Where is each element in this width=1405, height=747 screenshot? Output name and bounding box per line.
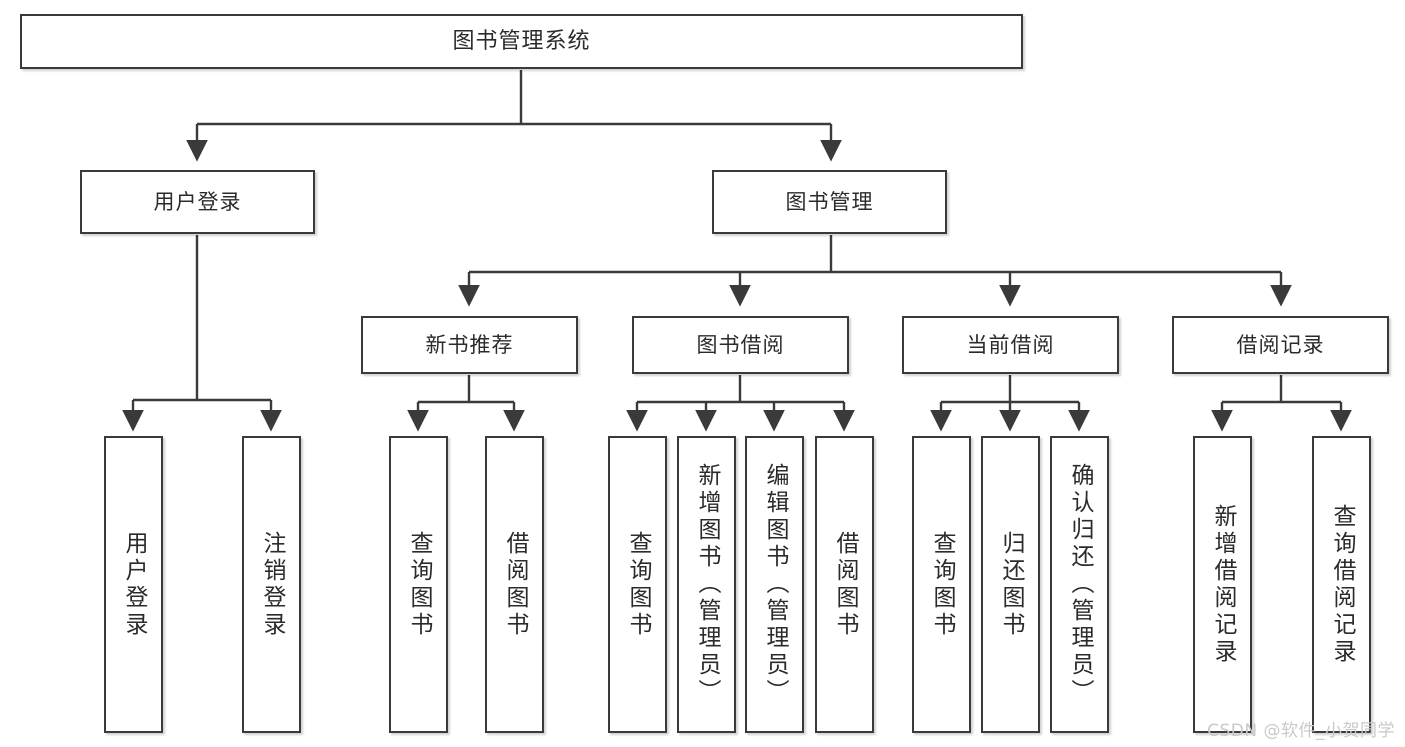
node-user-login-label: 用户登录 [153,189,242,214]
leaf-query-book-2-label: 查询图书 [625,530,651,639]
leaf-query-book-3-label: 查询图书 [929,530,955,639]
node-book-borrow-label: 图书借阅 [696,332,785,357]
leaf-query-record-label: 查询借阅记录 [1329,503,1355,666]
leaf-borrow-book-1[interactable]: 借阅图书 [485,436,544,733]
node-new-book-recommend-label: 新书推荐 [425,332,514,357]
node-root[interactable]: 图书管理系统 [20,14,1023,69]
leaf-query-record[interactable]: 查询借阅记录 [1312,436,1371,733]
node-borrow-record[interactable]: 借阅记录 [1172,316,1389,374]
node-book-manage[interactable]: 图书管理 [712,170,947,234]
leaf-user-login-label: 用户登录 [121,530,147,639]
leaf-add-record-label: 新增借阅记录 [1210,503,1236,666]
node-book-manage-label: 图书管理 [785,189,874,214]
leaf-confirm-return-label: 确认归还（管理员） [1067,463,1093,706]
leaf-query-book-1-label: 查询图书 [406,530,432,639]
leaf-user-logout[interactable]: 注销登录 [242,436,301,733]
leaf-query-book-2[interactable]: 查询图书 [608,436,667,733]
leaf-return-book[interactable]: 归还图书 [981,436,1040,733]
node-root-label: 图书管理系统 [452,28,591,54]
leaf-add-book[interactable]: 新增图书（管理员） [677,436,736,733]
leaf-borrow-book-2[interactable]: 借阅图书 [815,436,874,733]
leaf-add-book-label: 新增图书（管理员） [694,463,720,706]
leaf-return-book-label: 归还图书 [998,530,1024,639]
node-user-login[interactable]: 用户登录 [80,170,315,234]
node-new-book-recommend[interactable]: 新书推荐 [361,316,578,374]
leaf-edit-book-label: 编辑图书（管理员） [762,463,788,706]
leaf-user-login[interactable]: 用户登录 [104,436,163,733]
leaf-query-book-3[interactable]: 查询图书 [912,436,971,733]
leaf-user-logout-label: 注销登录 [259,530,285,639]
leaf-confirm-return[interactable]: 确认归还（管理员） [1050,436,1109,733]
node-borrow-record-label: 借阅记录 [1236,332,1325,357]
leaf-borrow-book-2-label: 借阅图书 [832,530,858,639]
node-current-borrow-label: 当前借阅 [966,332,1055,357]
node-book-borrow[interactable]: 图书借阅 [632,316,849,374]
leaf-add-record[interactable]: 新增借阅记录 [1193,436,1252,733]
leaf-borrow-book-1-label: 借阅图书 [502,530,528,639]
leaf-edit-book[interactable]: 编辑图书（管理员） [745,436,804,733]
leaf-query-book-1[interactable]: 查询图书 [389,436,448,733]
node-current-borrow[interactable]: 当前借阅 [902,316,1119,374]
